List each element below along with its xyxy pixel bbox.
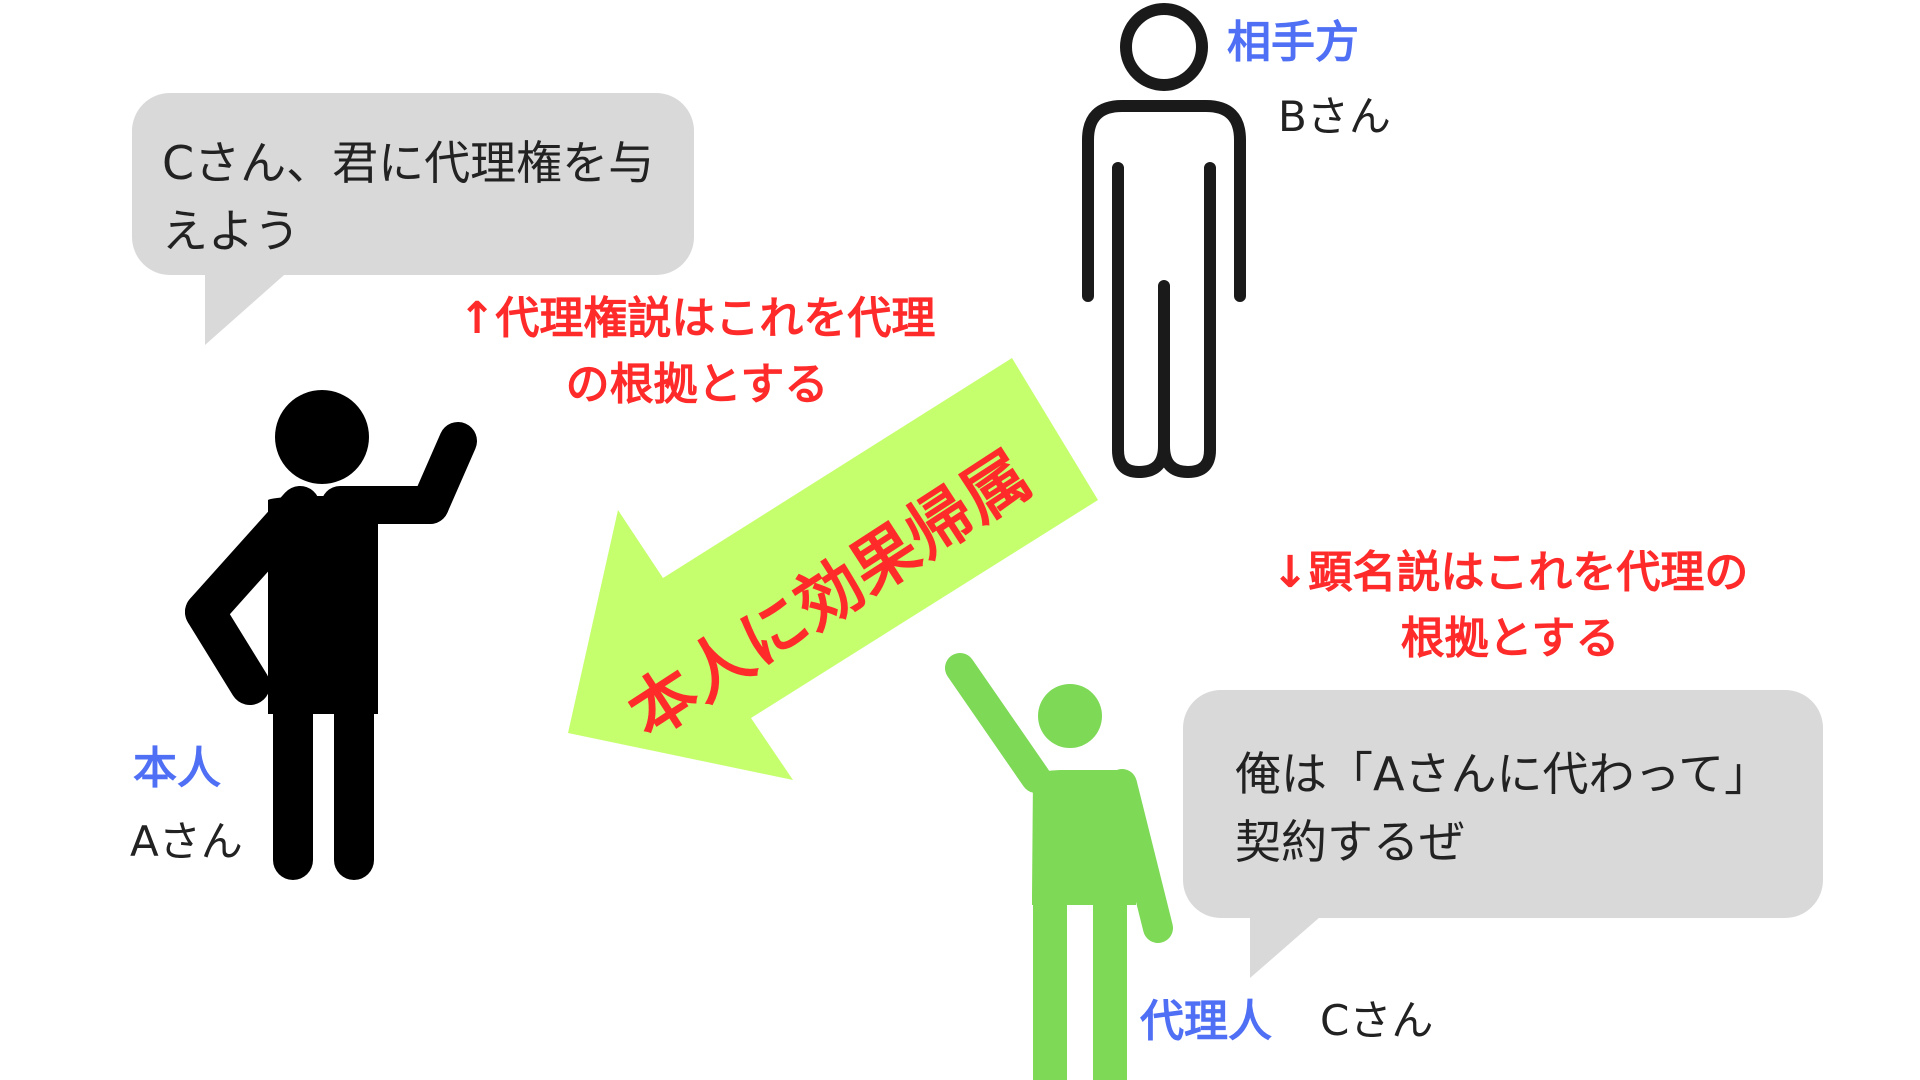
- counterparty-role-label: 相手方: [1227, 17, 1359, 68]
- agent-role-label: 代理人: [1140, 996, 1272, 1047]
- counterparty-name: Bさん: [1278, 92, 1391, 141]
- disclosure-theory-note: ↓顕名説はこれを代理の根拠とする: [1260, 540, 1760, 672]
- counterparty-person-outline-icon: [1082, 3, 1246, 478]
- disclosure-theory-text: ↓顕名説はこれを代理の根拠とする: [1271, 547, 1749, 664]
- principal-bubble-tail: [205, 268, 292, 345]
- agent-speech-text: 俺は「Aさんに代わって」契約するぜ: [1235, 747, 1771, 869]
- agency-theory-text: ↑代理権説はこれを代理の根拠とする: [458, 293, 936, 410]
- principal-name: Aさん: [130, 817, 243, 866]
- principal-role-label: 本人: [133, 743, 221, 794]
- agent-bubble-tail: [1250, 910, 1328, 978]
- principal-person-icon: [185, 390, 477, 880]
- agent-name: Cさん: [1320, 996, 1434, 1045]
- result-arrow-icon: [568, 358, 1098, 780]
- principal-speech-text: Cさん、君に代理権を与えよう: [162, 136, 655, 258]
- agency-theory-note: ↑代理権説はこれを代理の根拠とする: [452, 286, 942, 418]
- principal-speech-bubble: Cさん、君に代理権を与えよう: [132, 93, 694, 275]
- agent-person-icon: [945, 653, 1173, 1080]
- agent-speech-bubble: 俺は「Aさんに代わって」契約するぜ: [1183, 690, 1823, 918]
